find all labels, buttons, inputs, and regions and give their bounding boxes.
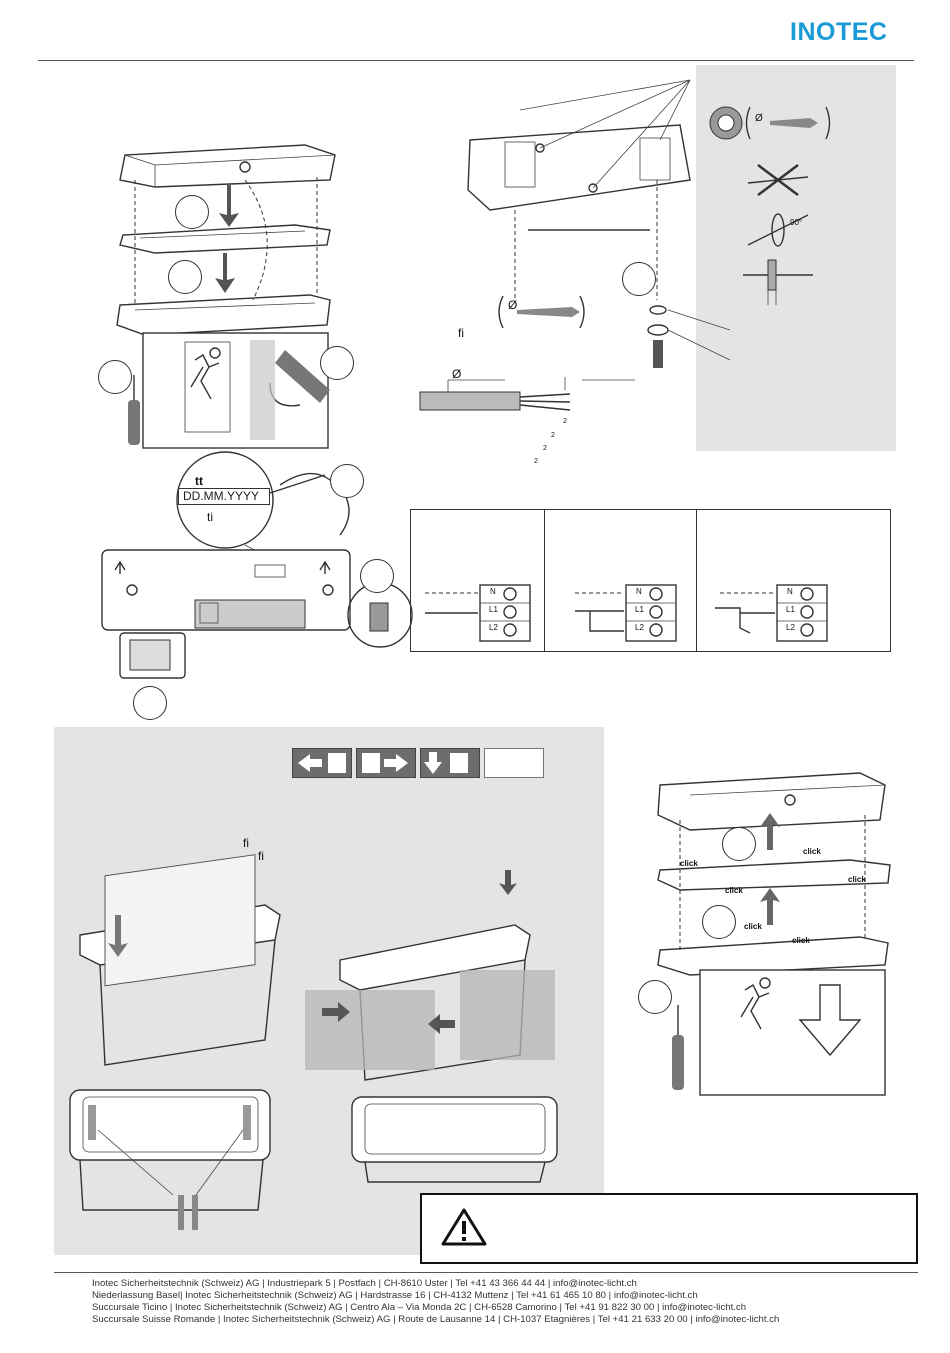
inner-frame-illustration-right (351, 1096, 558, 1183)
step-number-circle (175, 195, 209, 229)
date-field: DD.MM.YYYY (178, 488, 270, 505)
step-number-circle (320, 346, 354, 380)
ligature-fi: ﬁ (243, 836, 249, 850)
superscript: 2 (563, 418, 567, 425)
superscript: 2 (543, 445, 547, 452)
footer-address-line: Inotec Sicherheitstechnik (Schweiz) AG |… (92, 1278, 637, 1289)
wiring-lines (425, 592, 775, 634)
base-plate-pcb-illustration (101, 549, 413, 679)
superscript: 2 (534, 458, 538, 465)
warning-notice (420, 1193, 918, 1264)
step-number-circle (133, 686, 167, 720)
step-number-circle (638, 980, 672, 1014)
step-number-circle (360, 559, 394, 593)
step-number-circle (702, 905, 736, 939)
footer-address-line: Niederlassung Basel| Inotec Sicherheitst… (92, 1290, 698, 1301)
pictogram-blank (484, 748, 544, 778)
click-label: click (744, 922, 762, 931)
pictogram-arrow-glyphs (298, 752, 468, 774)
terminal-l1: L1 (786, 605, 795, 614)
terminal-n: N (636, 587, 642, 596)
cable-strip-illustration (419, 377, 635, 411)
wiring-diagram-table (410, 509, 891, 652)
step-number-circle (622, 262, 656, 296)
angle-90-label: 90° (790, 218, 803, 227)
click-label: click (680, 859, 698, 868)
step-number-circle (168, 260, 202, 294)
wiring-option-1 (411, 510, 545, 651)
terminal-block-1 (479, 584, 531, 642)
insert-pictogram-illustration-right (305, 870, 555, 1081)
brand-logo: INOTEC (790, 18, 888, 46)
date-label-top: tt (195, 474, 203, 488)
warning-triangle-icon (441, 1208, 487, 1246)
click-label: click (848, 875, 866, 884)
click-label: click (803, 847, 821, 856)
terminal-l1: L1 (489, 605, 498, 614)
housing-open-illustration (116, 144, 336, 449)
footer-address-line: Succursale Ticino | Inotec Sicherheitste… (92, 1302, 747, 1313)
terminal-block-2 (625, 584, 677, 642)
grommet-drill-illustration (709, 106, 831, 305)
header-divider (38, 60, 914, 61)
cable-diameter-symbol: Ø (452, 367, 462, 381)
footer-address-line: Succursale Suisse Romande | Inotec Siche… (92, 1314, 780, 1325)
ligature-fi: ﬁ (458, 326, 464, 340)
wiring-option-2 (545, 510, 697, 651)
ligature-fi: ﬁ (258, 849, 264, 863)
step-number-circle (98, 360, 132, 394)
terminal-l1: L1 (635, 605, 644, 614)
date-label-bottom: ti (207, 510, 213, 524)
step-number-circle (722, 827, 756, 861)
click-label: click (792, 936, 810, 945)
footer-addresses: Inotec Sicherheitstechnik (Schweiz) AG |… (92, 1278, 779, 1326)
inner-frame-illustration-left (69, 1089, 271, 1230)
terminal-l2: L2 (635, 623, 644, 632)
terminal-n: N (490, 587, 496, 596)
drill-diameter-symbol: Ø (508, 298, 518, 312)
superscript: 2 (551, 432, 555, 439)
drill-bit-icon (498, 295, 585, 329)
housing-removal-illustration (657, 772, 891, 1096)
terminal-l2: L2 (489, 623, 498, 632)
terminal-l2: L2 (786, 623, 795, 632)
insert-pictogram-illustration-left (79, 854, 281, 1066)
terminal-n: N (787, 587, 793, 596)
click-label: click (725, 886, 743, 895)
footer-divider (54, 1272, 918, 1273)
terminal-block-3 (776, 584, 828, 642)
wall-mount-base-illustration (467, 79, 731, 368)
grommet-diameter-symbol: Ø (755, 113, 763, 124)
step-number-circle (330, 464, 364, 498)
